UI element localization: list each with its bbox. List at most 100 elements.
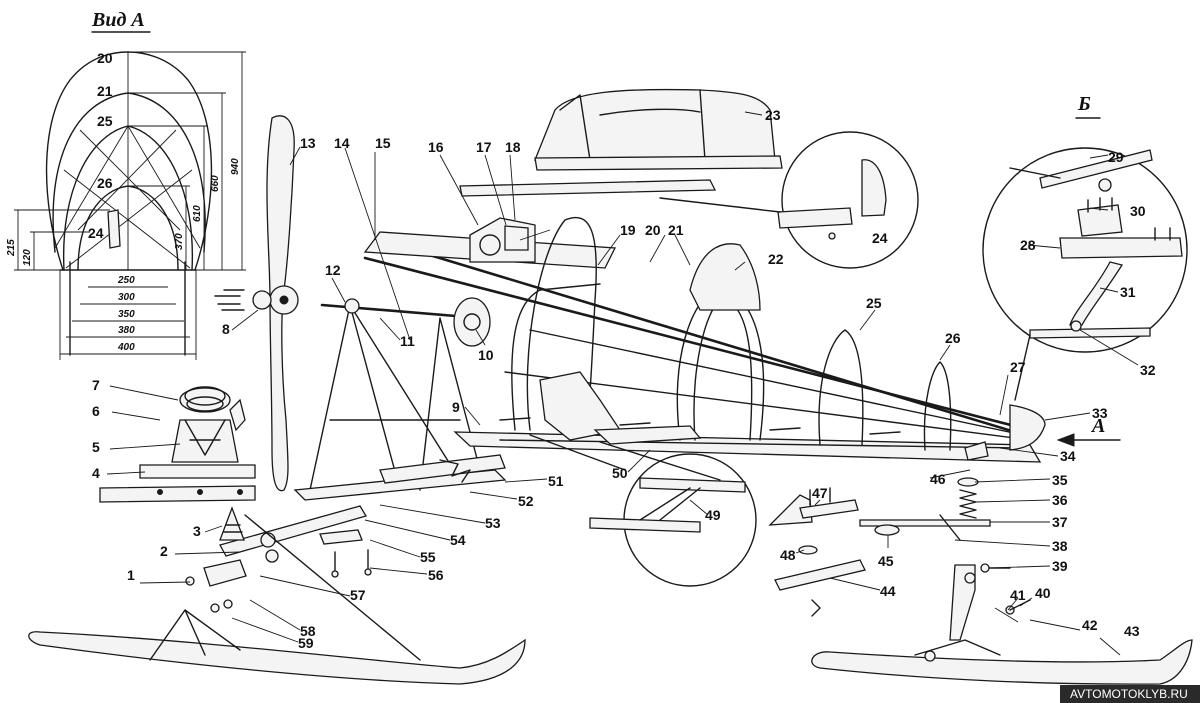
rear-ski-suspension <box>811 477 1193 685</box>
label-part-38: 38 <box>1052 538 1068 554</box>
horizontal-dimensions: 250 300 350 380 400 <box>59 270 197 360</box>
label-part-6: 6 <box>92 403 100 419</box>
front-bracket-3 <box>219 506 245 541</box>
label-part-16: 16 <box>428 139 444 155</box>
watermark-background <box>1060 685 1200 703</box>
view-a-base <box>59 261 197 356</box>
rear-bracket-44-48 <box>768 487 866 617</box>
left-dimensions: 215 120 <box>6 209 110 271</box>
label-part-1: 1 <box>127 567 135 583</box>
engine-assembly <box>99 386 256 503</box>
label-part-21: 21 <box>668 222 684 238</box>
label-part-2: 2 <box>160 543 168 559</box>
label-part-8: 8 <box>222 321 230 337</box>
label-part-48: 48 <box>780 547 796 563</box>
label-part-39: 39 <box>1052 558 1068 574</box>
label-part-4: 4 <box>92 465 100 481</box>
label-part-33: 33 <box>1092 405 1108 421</box>
label-part-54: 54 <box>450 532 466 548</box>
label-part-35: 35 <box>1052 472 1068 488</box>
label-part-5: 5 <box>92 439 100 455</box>
label-part-15: 15 <box>375 135 391 151</box>
label-part-24: 24 <box>872 230 888 246</box>
label-part-14: 14 <box>334 135 350 151</box>
label-part-28: 28 <box>1020 237 1036 253</box>
label-part-46: 46 <box>930 471 946 487</box>
label-part-47: 47 <box>812 485 828 501</box>
label-part-20: 20 <box>645 222 661 238</box>
label-part-12: 12 <box>325 262 341 278</box>
label-part-13: 13 <box>300 135 316 151</box>
label-part-51: 51 <box>548 473 564 489</box>
fuselage-frame <box>363 216 1046 463</box>
dim-215: 215 <box>6 239 17 257</box>
label-part-9: 9 <box>452 399 460 415</box>
label-part-11: 11 <box>400 333 415 349</box>
label-part-31: 31 <box>1120 284 1136 300</box>
side-rail-50 <box>599 441 721 481</box>
label-part-45: 45 <box>878 553 894 569</box>
label-part-36: 36 <box>1052 492 1068 508</box>
label-part-10: 10 <box>478 347 494 363</box>
watermark: AVTOMOTOKLYB.RU <box>1060 685 1200 703</box>
seat-24-section <box>107 209 121 249</box>
label-part-53: 53 <box>485 515 501 531</box>
label-part-18: 18 <box>505 139 521 155</box>
detail-circle-24 <box>659 131 919 269</box>
label-part-27: 27 <box>1010 359 1026 375</box>
label-part-55: 55 <box>420 549 436 565</box>
front-ski-59 <box>28 514 526 685</box>
label-part-3: 3 <box>193 523 201 539</box>
dim-660: 660 <box>210 175 221 192</box>
watermark-text: AVTOMOTOKLYB.RU <box>1070 687 1188 701</box>
label-part-37: 37 <box>1052 514 1068 530</box>
part-labels: 1 2 3 4 5 6 7 8 9 10 11 12 13 14 15 16 1… <box>92 107 1156 651</box>
propeller-pylon <box>293 297 507 501</box>
view-a-arrow: A <box>1056 415 1121 447</box>
label-part-26: 26 <box>945 330 961 346</box>
front-strut-57 <box>185 532 279 587</box>
view-a-section: Вид А 20 21 25 26 24 940 66 <box>6 9 246 360</box>
dim-250: 250 <box>117 275 135 286</box>
label-part-22: 22 <box>768 251 784 267</box>
arrow-a-label: A <box>1090 415 1105 437</box>
frame-21-outline <box>52 92 206 253</box>
view-b-detail: Б <box>982 93 1188 401</box>
dim-300: 300 <box>118 292 135 303</box>
label-part-19: 19 <box>620 222 636 238</box>
vertical-dimensions: 940 660 610 370 <box>128 51 246 271</box>
label-view-a-25: 25 <box>97 113 113 129</box>
label-part-7: 7 <box>92 377 100 393</box>
frame-20-outline <box>45 51 213 271</box>
label-part-59: 59 <box>298 635 314 651</box>
canopy-23 <box>459 88 783 197</box>
propeller-hub-8 <box>214 289 272 311</box>
label-part-23: 23 <box>765 107 781 123</box>
label-part-56: 56 <box>428 567 444 583</box>
label-part-25: 25 <box>866 295 882 311</box>
label-part-29: 29 <box>1108 149 1124 165</box>
label-part-44: 44 <box>880 583 896 599</box>
label-view-a-20: 20 <box>97 50 113 66</box>
front-plate-55 <box>319 529 372 578</box>
label-view-a-24: 24 <box>88 225 104 241</box>
label-part-32: 32 <box>1140 362 1156 378</box>
label-part-42: 42 <box>1082 617 1098 633</box>
label-part-40: 40 <box>1035 585 1051 601</box>
label-view-a-26: 26 <box>97 175 113 191</box>
propeller-13 <box>266 115 299 492</box>
view-a-title: Вид А <box>91 9 145 31</box>
label-part-58: 58 <box>300 623 316 639</box>
leader-lines <box>106 111 1139 656</box>
label-part-17: 17 <box>476 139 492 155</box>
dim-400: 400 <box>117 342 135 353</box>
detail-circle-49 <box>529 434 757 587</box>
dim-610: 610 <box>192 205 203 222</box>
label-part-57: 57 <box>350 587 366 603</box>
dim-370: 370 <box>174 233 185 250</box>
view-b-title: Б <box>1077 93 1091 115</box>
dim-120: 120 <box>22 249 33 266</box>
dim-940: 940 <box>230 158 241 175</box>
label-part-30: 30 <box>1130 203 1146 219</box>
